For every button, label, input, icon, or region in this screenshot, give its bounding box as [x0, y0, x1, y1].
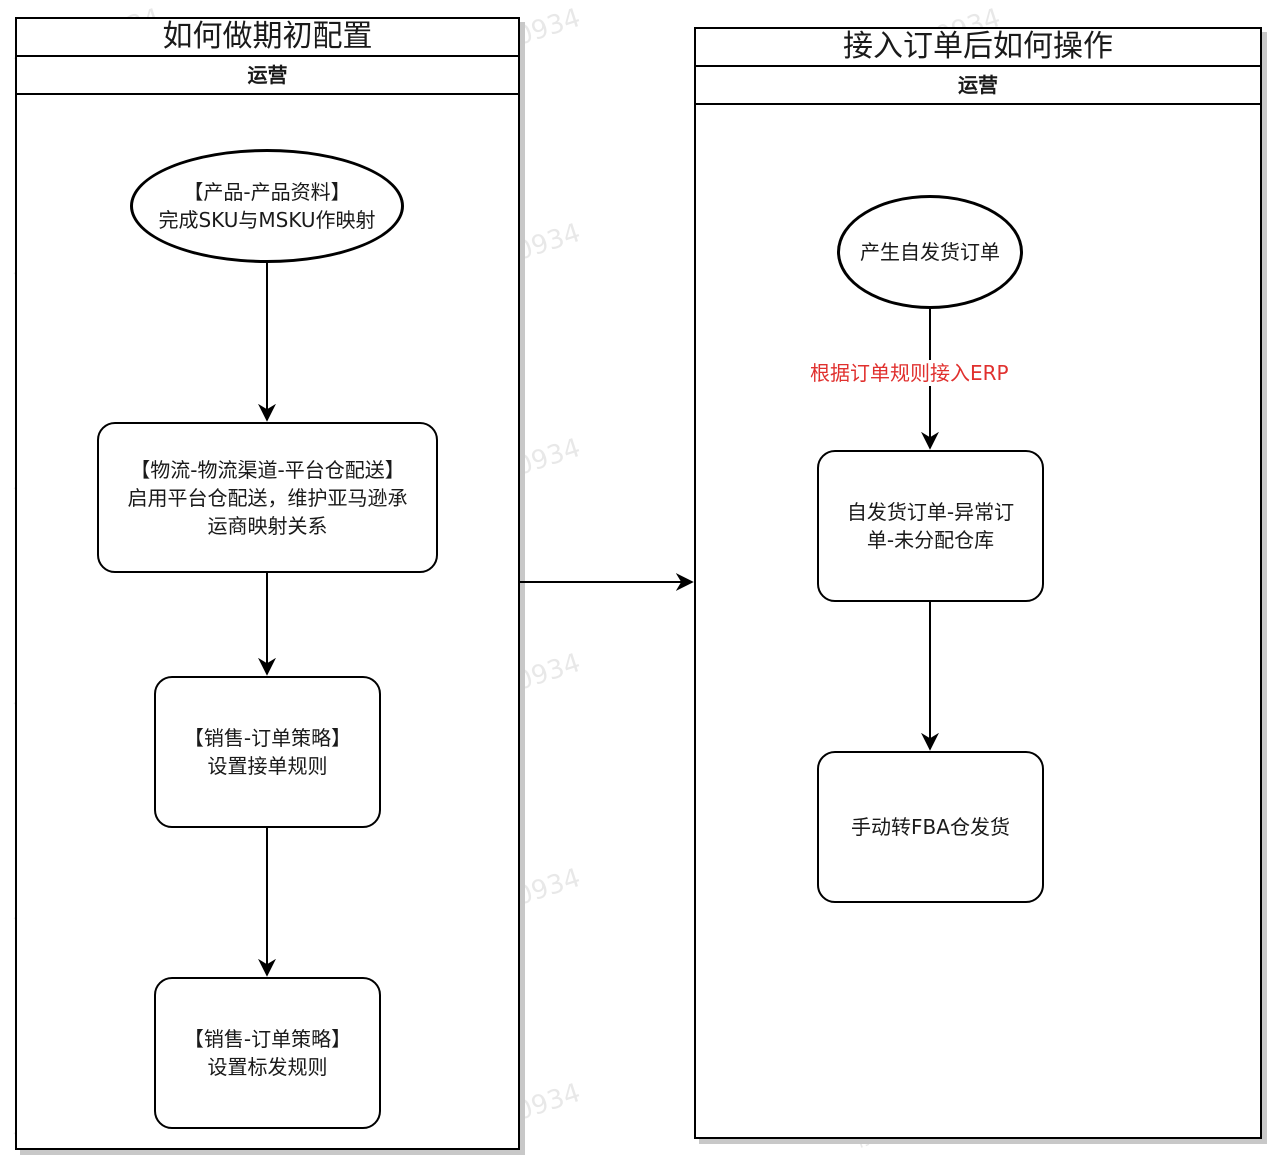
pool-title: 如何做期初配置 — [17, 19, 518, 57]
node-unassigned-warehouse: 自发货订单-异常订 单-未分配仓库 — [817, 450, 1044, 602]
node-order-rule: 【销售-订单策略】 设置接单规则 — [154, 676, 381, 828]
node-logistics-config: 【物流-物流渠道-平台仓配送】 启用平台仓配送，维护亚马逊承 运商映射关系 — [97, 422, 438, 573]
lane-title: 运营 — [17, 57, 518, 95]
node-self-ship-order: 产生自发货订单 — [837, 195, 1023, 309]
node-fba-ship: 手动转FBA仓发货 — [817, 751, 1044, 903]
node-ship-rule: 【销售-订单策略】 设置标发规则 — [154, 977, 381, 1129]
pool-title: 接入订单后如何操作 — [696, 29, 1260, 67]
lane-title: 运营 — [696, 67, 1260, 105]
node-product-mapping: 【产品-产品资料】 完成SKU与MSKU作映射 — [130, 149, 404, 263]
edge-label: 根据订单规则接入ERP — [810, 360, 1009, 386]
